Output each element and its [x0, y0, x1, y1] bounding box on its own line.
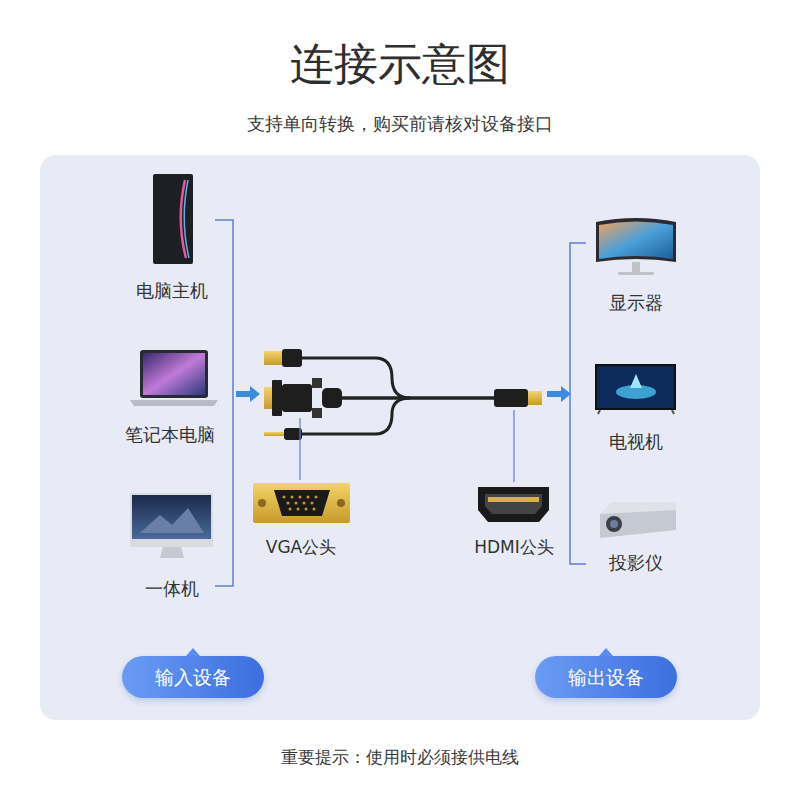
- input-bracket: [215, 220, 233, 586]
- device-label: 投影仪: [609, 552, 663, 574]
- title: 连接示意图: [290, 38, 510, 91]
- cable: [300, 358, 497, 434]
- pill-pointer: [186, 648, 613, 656]
- monitor: [596, 218, 676, 275]
- projector-part: [610, 520, 618, 528]
- hdmi-plug-part: [528, 391, 542, 405]
- vga-icon-part: [283, 496, 318, 511]
- vga-plug: [264, 378, 342, 418]
- device-label: 电视机: [609, 431, 663, 453]
- leader-line-part: [513, 410, 514, 482]
- tv-part: [630, 374, 642, 388]
- vga-icon-part-part: [297, 508, 300, 511]
- pill-pointer-part: [186, 648, 200, 656]
- pc-tower: [153, 174, 193, 264]
- device-label: 一体机: [145, 578, 199, 600]
- projector-part: [600, 510, 676, 538]
- output-bracket: [570, 243, 586, 564]
- vga-icon-part-part: [287, 502, 290, 505]
- hdmi-plug: [494, 389, 542, 407]
- vga-icon-part-part: [311, 502, 314, 505]
- vga-icon-part-part: [283, 496, 286, 499]
- laptop-part: [143, 353, 205, 395]
- all-in-one-part: [130, 493, 213, 547]
- hdmi-icon-part: [488, 497, 539, 502]
- cable-part: [340, 396, 497, 400]
- vga-icon-part: [337, 499, 345, 507]
- usb-plug-part: [282, 349, 302, 367]
- subtitle: 支持单向转换，购买前请核对设备接口: [247, 113, 553, 135]
- all-in-one-part: [160, 547, 184, 558]
- output-bracket-part: [570, 243, 586, 564]
- laptop: [130, 350, 218, 406]
- pill-pointer-part: [599, 648, 613, 656]
- all-in-one-part: [132, 495, 211, 539]
- vga-icon-part-part: [295, 502, 298, 505]
- vga-icon-part-part: [289, 508, 292, 511]
- connector-label: HDMI公头: [474, 537, 554, 557]
- usb-plug-part: [264, 351, 282, 365]
- panel: [40, 155, 760, 720]
- pill-text: 输出设备: [568, 666, 644, 689]
- vga-plug-part: [312, 378, 322, 388]
- monitor-part: [618, 272, 654, 275]
- hdmi-icon-part: [485, 494, 542, 514]
- leader-line: [300, 410, 514, 482]
- vga-icon-part-part: [313, 508, 316, 511]
- projector-part: [600, 502, 676, 538]
- leader-line-part: [299, 418, 300, 480]
- pc-tower-part: [153, 174, 193, 264]
- device-label: 显示器: [609, 292, 663, 314]
- vga-icon-part: [258, 499, 266, 507]
- input-bracket-part: [215, 220, 233, 586]
- pc-tower-part: [184, 180, 189, 258]
- device-label: 电脑主机: [136, 280, 208, 302]
- connector-label: VGA公头: [266, 537, 336, 557]
- monitor-part: [596, 218, 676, 262]
- vga-icon-part-part: [291, 496, 294, 499]
- vga-plug-part: [312, 408, 322, 418]
- hdmi-icon: [478, 487, 549, 522]
- device-label: 笔记本电脑: [125, 424, 215, 446]
- audio-jack-part: [264, 432, 284, 436]
- hdmi-plug-part: [494, 389, 528, 407]
- laptop-part: [130, 400, 218, 406]
- vga-icon: [253, 483, 350, 523]
- audio-jack-part: [284, 428, 302, 440]
- tv: [595, 364, 676, 414]
- tv-part: [597, 366, 674, 408]
- all-in-one-part: [140, 508, 204, 533]
- vga-plug-part: [272, 380, 282, 416]
- vga-icon-part: [274, 490, 330, 516]
- flow-arrow-part: [236, 386, 260, 402]
- tv-part: [595, 364, 676, 410]
- category-pill: 输入设备: [122, 656, 264, 698]
- tv-part: [598, 410, 674, 414]
- projector-part: [606, 516, 622, 532]
- pill-text: 输入设备: [155, 666, 231, 689]
- laptop-part: [140, 350, 208, 398]
- vga-plug-part: [322, 388, 342, 408]
- monitor-part: [599, 222, 673, 260]
- category-pill: 输出设备: [535, 656, 677, 698]
- monitor-part: [632, 262, 640, 272]
- vga-icon-part-part: [305, 508, 308, 511]
- vga-icon-part-part: [299, 496, 302, 499]
- hdmi-icon-part: [478, 487, 549, 522]
- vga-icon-part-part: [315, 496, 318, 499]
- flow-arrow-part: [547, 386, 571, 402]
- all-in-one: [130, 493, 213, 558]
- caption: 重要提示：使用时必须接供电线: [281, 747, 519, 767]
- cable-part: [300, 398, 410, 434]
- audio-jack: [264, 428, 302, 440]
- cable-part: [300, 358, 410, 398]
- projector: [600, 502, 676, 538]
- vga-icon-part: [253, 483, 350, 523]
- pc-tower-part: [181, 180, 186, 258]
- vga-icon-part-part: [303, 502, 306, 505]
- vga-plug-part: [282, 384, 312, 412]
- usb-plug: [264, 349, 302, 367]
- vga-icon-part-part: [307, 496, 310, 499]
- panel-part: [40, 155, 760, 720]
